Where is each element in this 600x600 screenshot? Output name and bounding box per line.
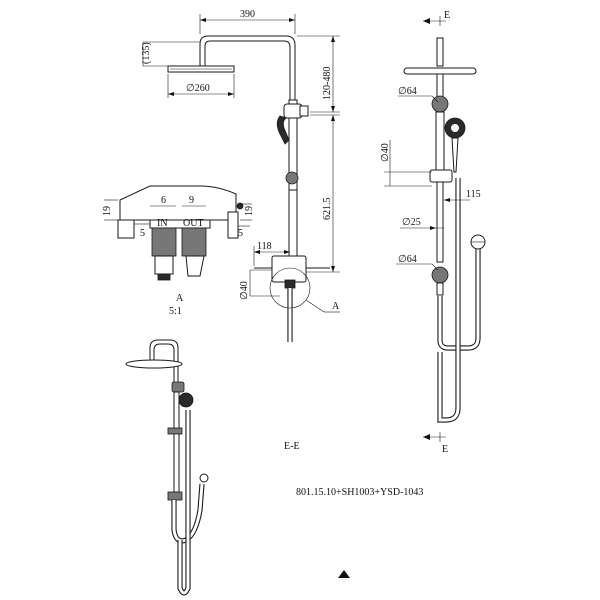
dim-rail-length: 621.5 bbox=[306, 114, 340, 273]
section-marker-bottom: E bbox=[423, 432, 448, 455]
dim-arm-range: 120-480 bbox=[297, 35, 340, 113]
brand-logo-icon bbox=[338, 570, 350, 578]
svg-text:∅64: ∅64 bbox=[398, 254, 417, 265]
svg-text:E: E bbox=[444, 10, 450, 21]
rail-knob bbox=[285, 171, 299, 185]
dim-a-4: 5 bbox=[140, 228, 145, 239]
dim-bracket-top: ∅64 bbox=[398, 86, 439, 103]
persp-head bbox=[125, 359, 183, 369]
section-marker-top: E bbox=[423, 10, 450, 26]
port-out-label: OUT bbox=[183, 218, 204, 229]
dim-a-1: 6 bbox=[161, 195, 166, 206]
persp-hand-shower bbox=[178, 392, 194, 408]
svg-text:118: 118 bbox=[257, 241, 272, 252]
dim-handle-offset: 115 bbox=[444, 189, 481, 202]
callout-a-label: A bbox=[332, 301, 340, 312]
svg-text:∅64: ∅64 bbox=[398, 86, 417, 97]
out-port bbox=[181, 227, 207, 257]
dim-a-5: 5 bbox=[238, 228, 243, 239]
dim-a-0: 19 bbox=[102, 206, 113, 216]
svg-text:120-480: 120-480 bbox=[322, 67, 333, 100]
port-in-label: IN bbox=[157, 218, 168, 229]
detail-body bbox=[119, 185, 237, 221]
overhead-arm bbox=[199, 35, 296, 100]
dim-valve-diameter: ∅40 bbox=[239, 269, 280, 300]
section-shower-head bbox=[403, 67, 477, 75]
svg-text:621.5: 621.5 bbox=[322, 198, 333, 221]
detail-callout-circle bbox=[269, 267, 311, 309]
hand-shower-side bbox=[276, 115, 290, 145]
detail-a-label: A bbox=[176, 293, 184, 304]
svg-text:E: E bbox=[442, 444, 448, 455]
dim-head-height: (135) bbox=[141, 41, 200, 67]
section-view: E E bbox=[284, 10, 486, 455]
model-code: 801.15.10+SH1003+YSD-1043 bbox=[296, 487, 423, 498]
svg-text:115: 115 bbox=[466, 189, 481, 200]
svg-text:(135): (135) bbox=[141, 42, 152, 64]
detail-a-scale: 5:1 bbox=[169, 306, 182, 317]
in-port bbox=[151, 227, 177, 257]
svg-text:390: 390 bbox=[240, 9, 255, 20]
dim-width: 390 bbox=[199, 9, 296, 34]
persp-arm bbox=[149, 339, 179, 382]
detail-a: IN OUT 19 6 9 19 5 5 A 5:1 bbox=[102, 185, 255, 317]
svg-text:∅260: ∅260 bbox=[186, 83, 210, 94]
dim-tube-diameter: ∅25 bbox=[400, 217, 444, 230]
diverter-body bbox=[271, 255, 307, 283]
perspective-view bbox=[125, 339, 209, 596]
dim-outlet-offset: 118 bbox=[253, 241, 290, 266]
slider-clamp bbox=[283, 103, 303, 119]
dim-head-diameter: ∅260 bbox=[167, 74, 235, 98]
dim-a-3: 19 bbox=[244, 206, 255, 216]
svg-text:∅40: ∅40 bbox=[239, 281, 250, 300]
view-caption: E-E bbox=[284, 441, 300, 452]
dim-a-2: 9 bbox=[189, 195, 194, 206]
svg-text:∅25: ∅25 bbox=[402, 217, 421, 228]
lower-bracket bbox=[431, 266, 449, 284]
dim-bracket-bottom: ∅64 bbox=[396, 254, 439, 271]
side-view: A 390 (135) ∅260 bbox=[141, 9, 340, 342]
dim-rail-diameter: ∅40 bbox=[380, 140, 432, 187]
svg-text:∅40: ∅40 bbox=[380, 143, 391, 162]
